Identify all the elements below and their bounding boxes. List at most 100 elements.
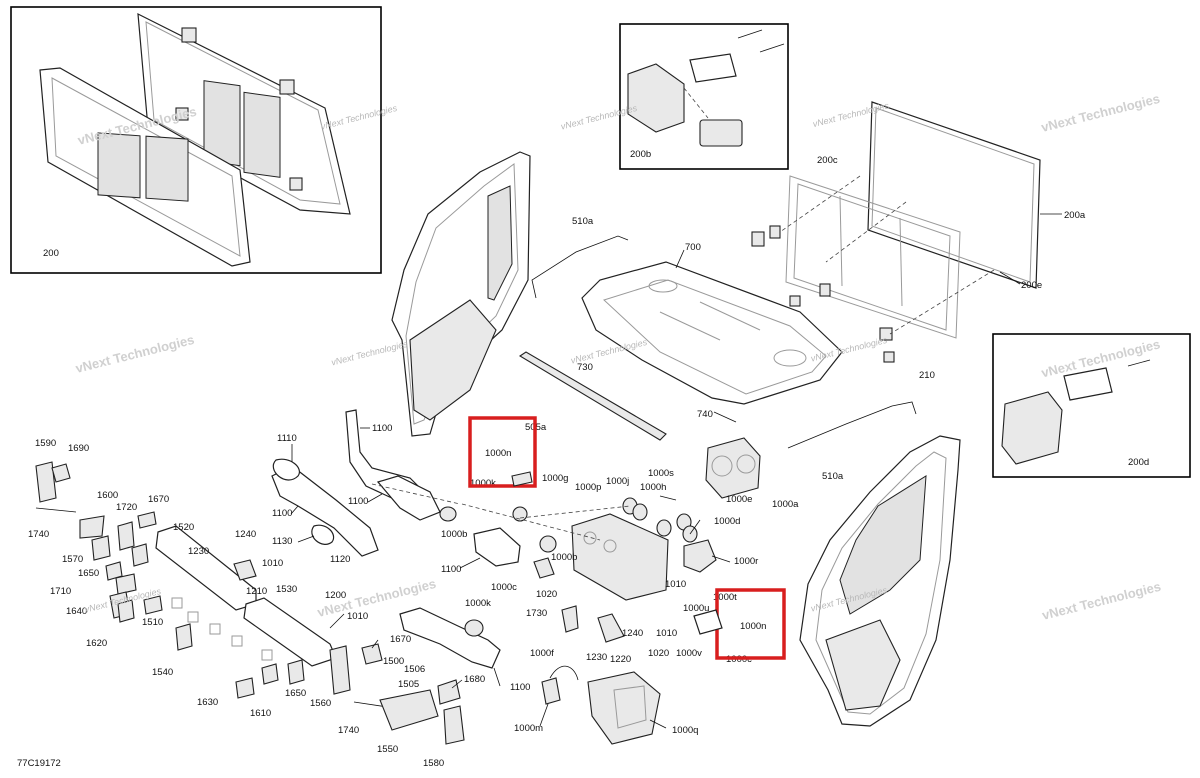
sensor-1000m: [541, 677, 561, 705]
callout-1240-b: 1240: [622, 628, 643, 639]
callout-1530: 1530: [276, 584, 297, 595]
part-1510: [143, 595, 163, 615]
callout-1570: 1570: [62, 554, 83, 565]
callout-1000p: 1000p: [575, 482, 601, 493]
watermark-2: vNext Technologies: [320, 103, 399, 132]
callout-1580: 1580: [423, 758, 444, 769]
duct-1100-mid: [473, 527, 521, 567]
callout-1020-a: 1020: [536, 589, 557, 600]
callout-1510: 1510: [142, 617, 163, 628]
callout-1000e: 1000e: [726, 494, 752, 505]
callout-1680: 1680: [464, 674, 485, 685]
part-1540: [175, 623, 193, 651]
callout-1010-d: 1010: [347, 611, 368, 622]
inset-200-frame: [10, 6, 382, 274]
callout-1610: 1610: [250, 708, 271, 719]
watermark-6: vNext Technologies: [74, 332, 196, 376]
inset-200b-frame: [619, 23, 789, 170]
watermark-5: vNext Technologies: [1040, 91, 1162, 135]
callout-labels: 1100 1110 1100 1100 1130 1120 1100 1100 …: [17, 423, 766, 769]
callout-1590: 1590: [35, 438, 56, 449]
part-1590: [35, 461, 57, 503]
callout-740: 740: [697, 409, 713, 420]
callout-1020-b: 1020: [648, 648, 669, 659]
callout-1620: 1620: [86, 638, 107, 649]
highlight-box-1000n-top: [468, 416, 537, 488]
watermark-14: vNext Technologies: [1041, 579, 1163, 623]
rear-window-assembly: 200c 200a 200e 210: [751, 101, 1086, 381]
filter-1000c: [533, 557, 555, 579]
duct-set-1100: [271, 409, 631, 669]
clamp-1110: [272, 458, 300, 481]
diagram-code: 77C19172: [17, 758, 61, 769]
trim-510a-lower: [787, 401, 917, 449]
callout-1505: 1505: [398, 679, 419, 690]
callout-1000d: 1000d: [714, 516, 740, 527]
callout-1000h: 1000h: [640, 482, 666, 493]
callout-1720: 1720: [116, 502, 137, 513]
part-1650-a: [105, 561, 123, 581]
inset-200: 200: [10, 6, 382, 274]
latch-block: [627, 63, 685, 133]
bracket-1560: [329, 645, 351, 695]
callout-1000m: 1000m: [514, 723, 543, 734]
callout-1650-b: 1650: [285, 688, 306, 699]
callout-1000a: 1000a: [772, 499, 799, 510]
inset-200d-frame: [992, 333, 1191, 478]
actuator-1000r: [683, 539, 717, 573]
heater-box: [571, 513, 669, 601]
callout-1000k-b: 1000k: [465, 598, 491, 609]
callout-1640: 1640: [66, 606, 87, 617]
inset-200d: 200d: [992, 333, 1191, 478]
roof-liner-700: 700 730 740: [577, 242, 843, 423]
callout-1670-b: 1670: [390, 634, 411, 645]
callout-1100-b: 1100: [348, 496, 368, 507]
callout-1240-a: 1240: [235, 529, 256, 540]
callout-1000u: 1000u: [683, 603, 709, 614]
callout-1630: 1630: [197, 697, 218, 708]
callout-1230-a: 1230: [188, 546, 209, 557]
watermark-7: vNext Technologies: [330, 339, 409, 368]
strip-1740-a: [35, 507, 77, 513]
part-1620: [117, 599, 135, 623]
callout-1000c-a: 1000c: [491, 582, 517, 593]
callout-1000r: 1000r: [734, 556, 758, 567]
callout-1670-a: 1670: [148, 494, 169, 505]
rear-window-seal: [867, 101, 1041, 289]
callout-1540: 1540: [152, 667, 173, 678]
part-1610: [261, 663, 279, 685]
latch-cover: [1001, 391, 1063, 465]
leader-lines: [290, 427, 731, 729]
window-panel-front: [39, 67, 251, 267]
callout-1740-b: 1740: [338, 725, 359, 736]
callout-1000b-a: 1000b: [441, 529, 467, 540]
callout-1000q: 1000q: [672, 725, 698, 736]
part-1690: [51, 463, 71, 483]
clamp-1130: [311, 524, 335, 545]
callout-1550: 1550: [377, 744, 398, 755]
part-1570: [91, 535, 111, 561]
callout-1100-e: 1100: [510, 682, 530, 693]
callout-200d: 200d: [1128, 457, 1149, 468]
callout-1650-a: 1650: [78, 568, 99, 579]
callout-1010-a: 1010: [665, 579, 686, 590]
callout-1110: 1110: [277, 433, 297, 444]
roof-liner: [581, 261, 843, 405]
callout-1000k-a: 1000k: [470, 478, 496, 489]
callout-1230-b: 1230: [586, 652, 607, 663]
callout-1210: 1210: [246, 586, 267, 597]
dash-panels: [35, 461, 465, 745]
part-1600: [79, 515, 105, 539]
callout-730: 730: [577, 362, 593, 373]
trim-1550: [379, 689, 439, 731]
part-1650-b: [287, 659, 305, 685]
callout-1000f: 1000f: [530, 648, 554, 659]
seal-505a: [518, 351, 667, 441]
callout-200e: 200e: [1021, 280, 1042, 291]
callout-1710: 1710: [50, 586, 71, 597]
callout-1100-a: 1100: [372, 423, 392, 434]
callout-1010-c: 1010: [262, 558, 283, 569]
part-1680: [437, 679, 461, 705]
callout-1120: 1120: [330, 554, 350, 565]
